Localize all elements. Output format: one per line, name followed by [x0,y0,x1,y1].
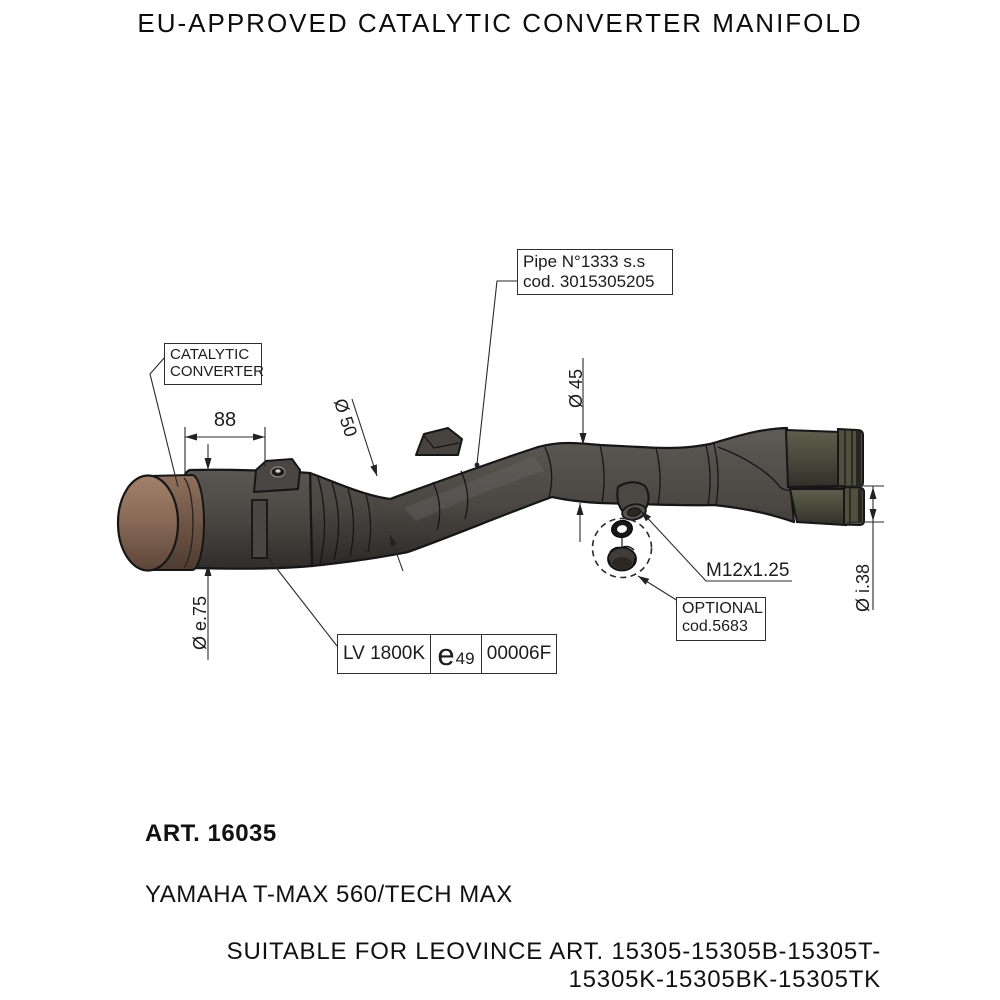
dimension-dia-45: Ø 45 [566,368,586,408]
dimension-dia-i38: Ø i.38 [853,563,873,612]
suitable-line1: SUITABLE FOR LEOVINCE ART. 15305-15305B-… [226,938,881,965]
optional-code-label: OPTIONAL cod.5683 [676,597,766,641]
pipe-code-line2: cod. 3015305205 [523,271,655,291]
bend-bracket [415,427,463,456]
plug-cap [607,545,637,572]
optional-line1: OPTIONAL [682,600,763,617]
catalytic-converter-label: CATALYTIC CONVERTER [164,343,264,385]
pipe-code-label: Pipe N°1333 s.s cod. 3015305205 [517,249,673,296]
homologation-plate: LV 1800K e 49 00006F [337,634,557,674]
homologation-code: LV 1800K [342,643,426,664]
suitable-line2: 15305K-15305BK-15305TK [568,966,881,993]
e-mark-number: 49 [455,648,475,668]
catalytic-line2: CONVERTER [170,363,264,381]
catalytic-line1: CATALYTIC [170,346,250,363]
article-number: ART. 16035 [145,820,277,847]
suitable-for-text: SUITABLE FOR LEOVINCE ART. 15305-15305B-… [145,938,881,994]
dimension-dia-e75: Ø e.75 [190,595,210,650]
e-mark: e [437,636,455,672]
leader-dot [474,462,480,468]
sensor-boss [616,481,650,521]
catalytic-converter-body [175,457,314,570]
e-mark-box: e 49 [430,635,482,673]
optional-plug-detail [591,517,653,579]
thread-size-label: M12x1.25 [706,560,790,581]
converter-end-cap [116,473,205,572]
outlet-stubs [784,427,865,527]
exhaust-pipe-body [308,426,797,568]
converter-plate [251,499,268,559]
detail-circle [591,517,653,579]
washer [611,519,633,539]
optional-line2: cod.5683 [682,618,748,636]
dimension-arrowheads [185,433,877,585]
vehicle-model: YAMAHA T-MAX 560/TECH MAX [145,881,513,908]
page-title: EU-APPROVED CATALYTIC CONVERTER MANIFOLD [137,8,863,38]
homologation-serial: 00006F [486,643,552,664]
dimension-88: 88 [213,409,237,431]
pipe-code-line1: Pipe N°1333 s.s [523,252,646,271]
